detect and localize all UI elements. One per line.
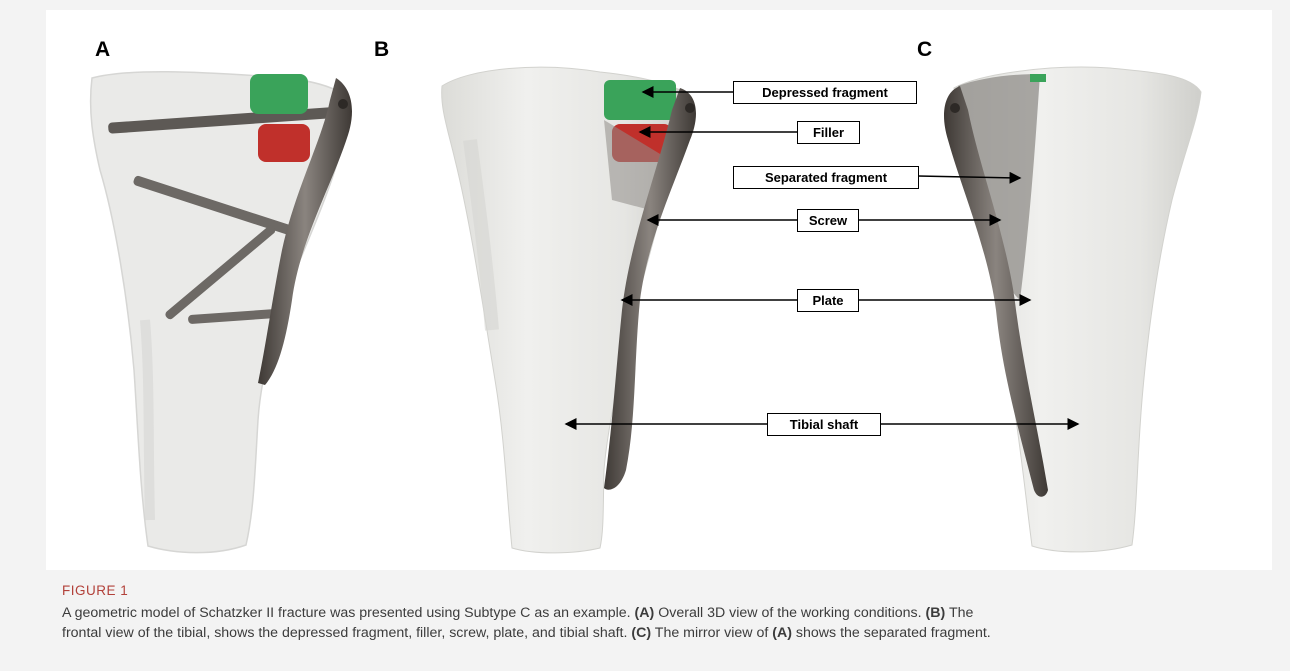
caption-ref-a: (A) bbox=[635, 605, 655, 621]
figure-number: FIGURE 1 bbox=[62, 581, 1277, 601]
figure-caption: FIGURE 1 A geometric model of Schatzker … bbox=[62, 581, 1277, 643]
filler-a bbox=[258, 124, 310, 162]
panel-label-a: A bbox=[95, 38, 110, 62]
caption-text-1: A geometric model of Schatzker II fractu… bbox=[62, 605, 631, 621]
caption-line-2: frontal view of the tibial, shows the de… bbox=[62, 623, 1277, 643]
panel-label-b: B bbox=[374, 38, 389, 62]
translucent-tibia bbox=[91, 72, 350, 553]
label-screw: Screw bbox=[797, 209, 859, 232]
panel-a-model bbox=[91, 72, 352, 553]
label-plate: Plate bbox=[797, 289, 859, 312]
panel-c-model bbox=[944, 67, 1201, 552]
caption-text-2b: The mirror view of bbox=[655, 625, 769, 641]
depressed-fragment-b bbox=[604, 80, 676, 120]
caption-text-2c: shows the separated fragment. bbox=[796, 625, 991, 641]
caption-ref-a2: (A) bbox=[772, 625, 792, 641]
caption-line-1: A geometric model of Schatzker II fractu… bbox=[62, 603, 1277, 623]
depressed-fragment-a bbox=[250, 74, 308, 114]
caption-text-1b: Overall 3D view of the working condition… bbox=[658, 605, 921, 621]
label-filler: Filler bbox=[797, 121, 860, 144]
caption-ref-b: (B) bbox=[926, 605, 946, 621]
panel-b-model bbox=[442, 67, 696, 553]
caption-text-1c: The bbox=[949, 605, 973, 621]
tibia-illustration bbox=[0, 0, 1290, 580]
caption-ref-c: (C) bbox=[631, 625, 651, 641]
panel-label-c: C bbox=[917, 38, 932, 62]
label-depressed-fragment: Depressed fragment bbox=[733, 81, 917, 104]
label-tibial-shaft: Tibial shaft bbox=[767, 413, 881, 436]
label-separated-fragment: Separated fragment bbox=[733, 166, 919, 189]
caption-text-2: frontal view of the tibial, shows the de… bbox=[62, 625, 627, 641]
